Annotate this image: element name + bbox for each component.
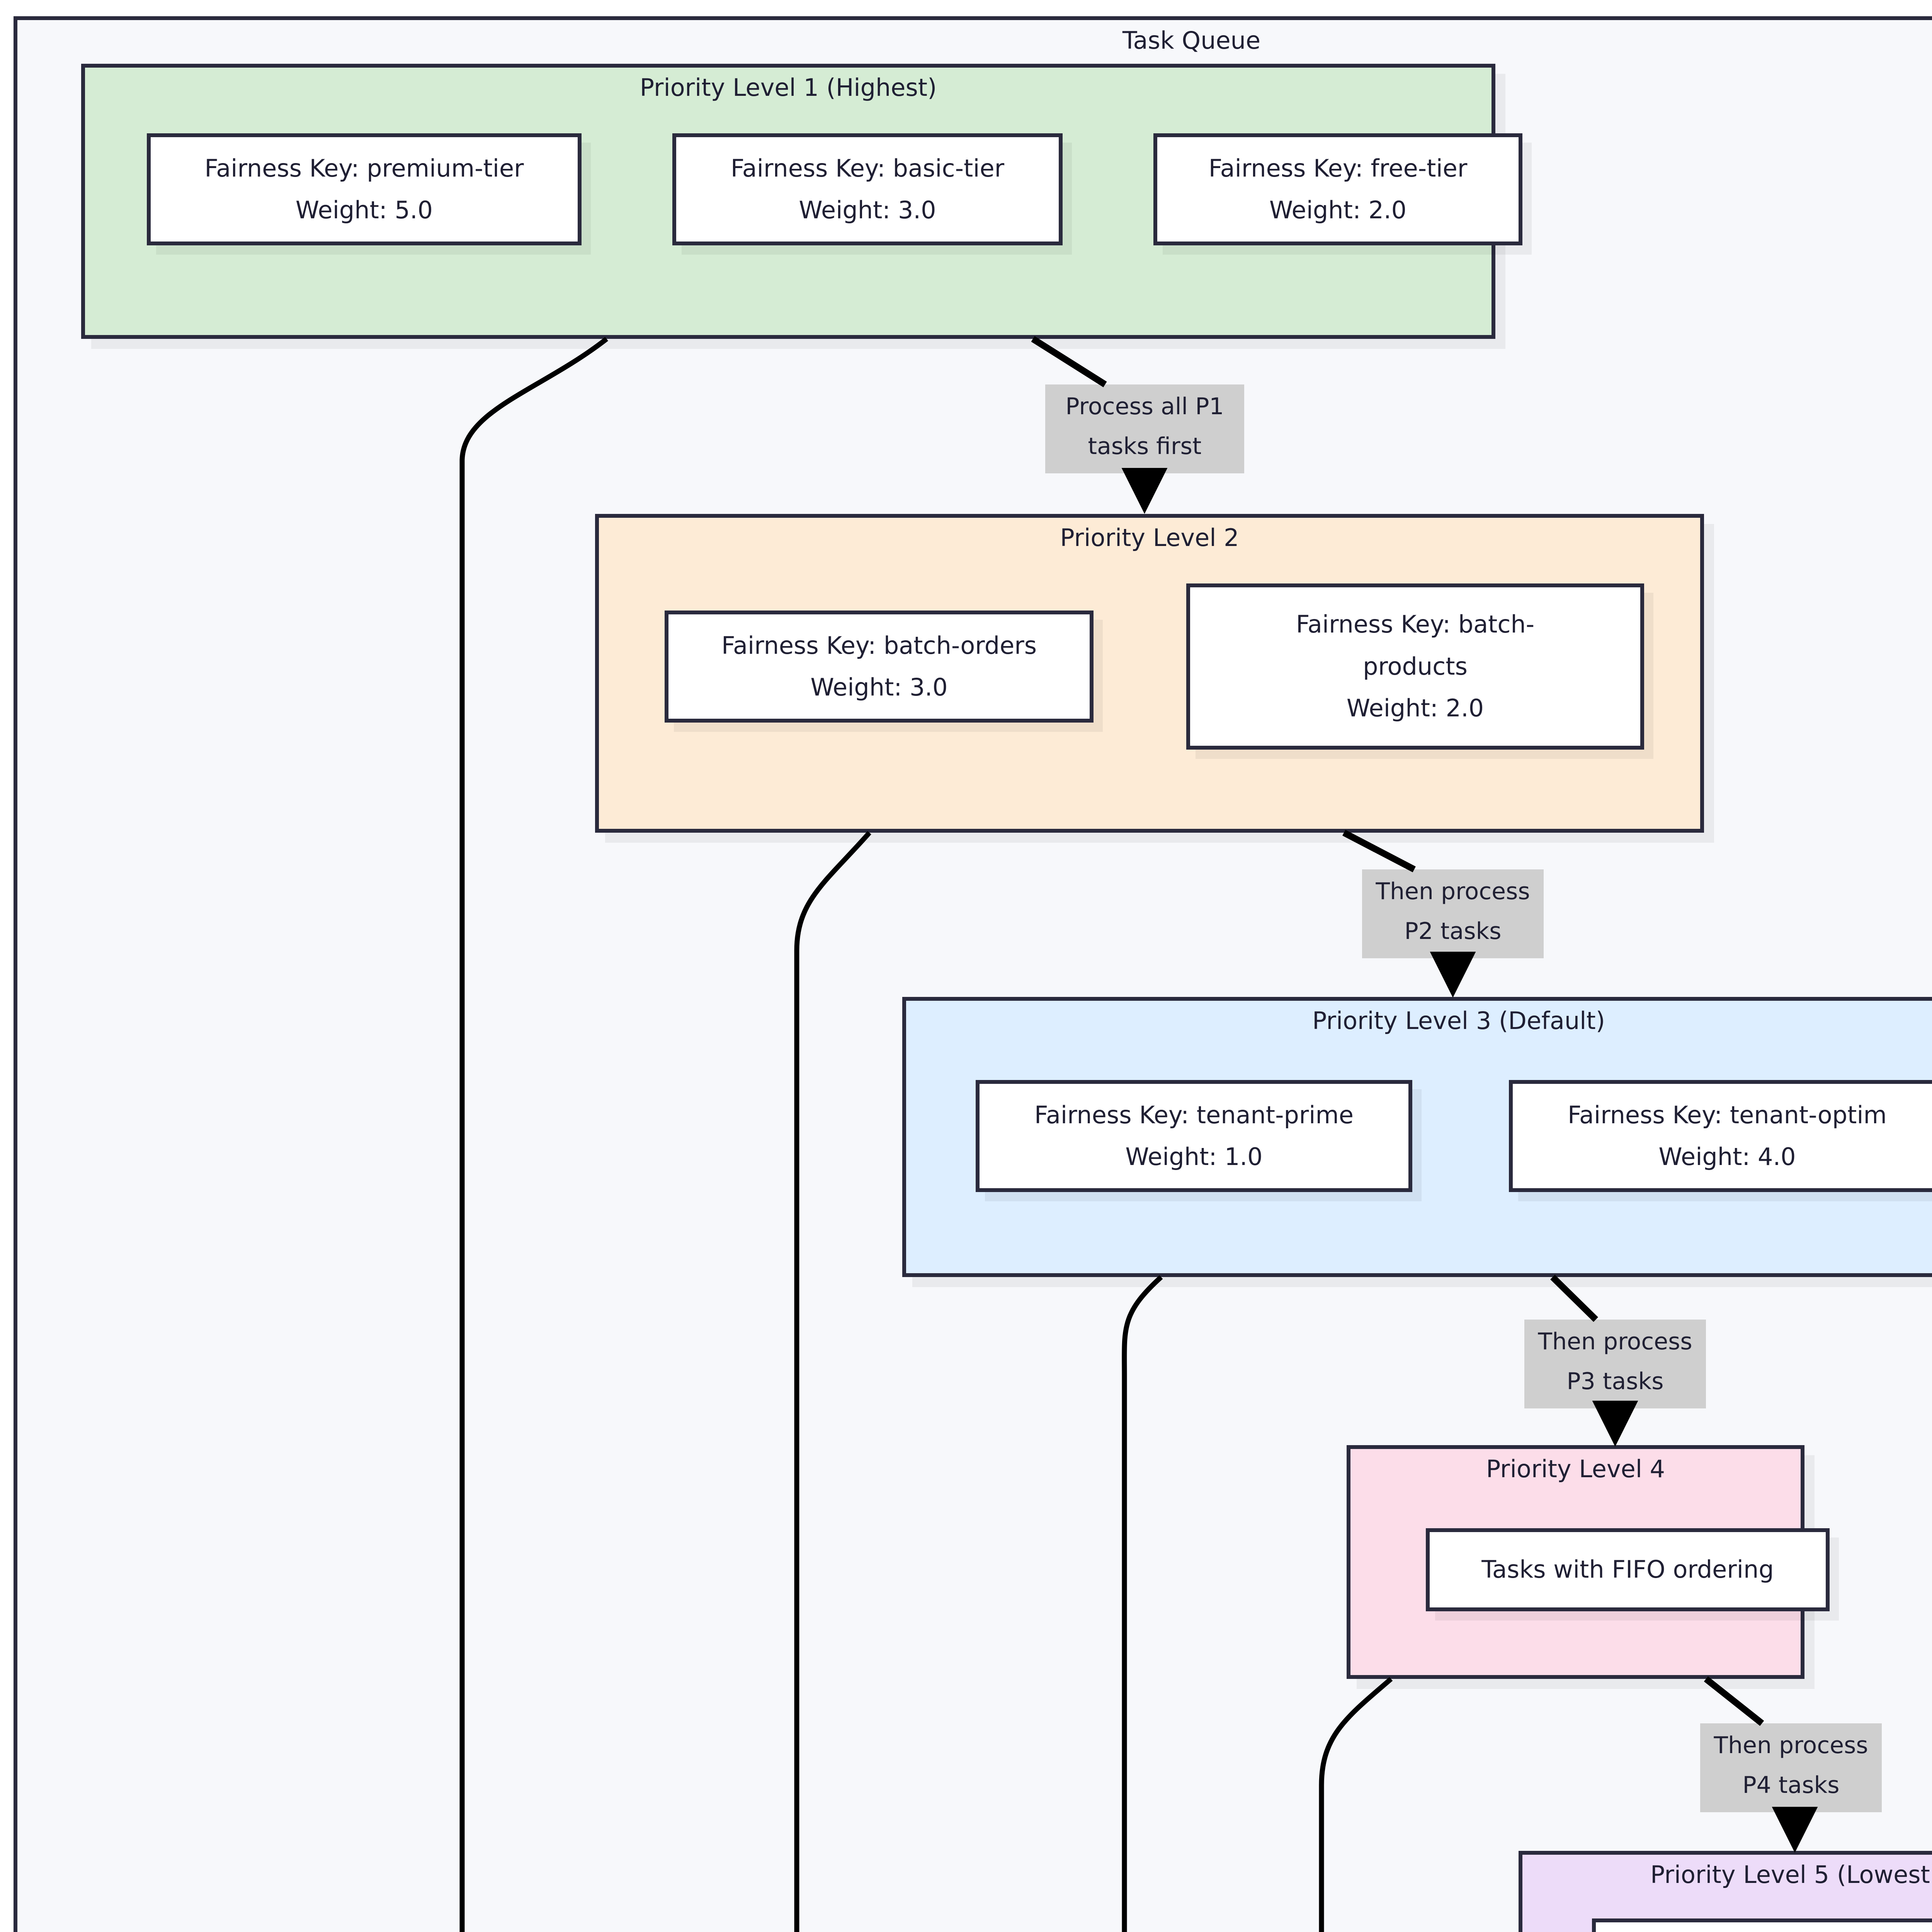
weight-label: Weight: 3.0 <box>799 196 936 224</box>
fairness-key-label: Fairness Key: tenant-prime <box>1034 1100 1354 1129</box>
weight-label: Weight: 1.0 <box>1125 1143 1263 1171</box>
fairness-key-label: Fairness Key: basic-tier <box>730 154 1005 182</box>
fairness-key-node-free-tier[interactable]: Fairness Key: free-tier Weight: 2.0 <box>1153 133 1522 245</box>
edge-label-line2: P3 tasks <box>1566 1368 1664 1395</box>
cluster-title-priority-level-2: Priority Level 2 <box>1060 524 1239 552</box>
edge-label-line2: P2 tasks <box>1404 918 1502 945</box>
fifo-label: Tasks with FIFO ordering <box>1481 1555 1774 1584</box>
fairness-key-label-part1: Fairness Key: batch- <box>1296 610 1535 639</box>
weight-label: Weight: 3.0 <box>810 673 948 701</box>
edge-label-process-all-p1: Process all P1 tasks first <box>1045 384 1244 473</box>
fairness-key-node-tenant-optim[interactable]: Fairness Key: tenant-optim Weight: 4.0 <box>1509 1080 1932 1192</box>
edge-label-line1: Then process <box>1714 1732 1868 1759</box>
edge-label-then-process-p4: Then process P4 tasks <box>1700 1723 1882 1812</box>
cluster-title-priority-level-3: Priority Level 3 (Default) <box>1312 1007 1605 1035</box>
fairness-key-label: Fairness Key: premium-tier <box>204 154 524 182</box>
cluster-title-priority-level-5: Priority Level 5 (Lowest) <box>1650 1861 1932 1889</box>
edge-label-then-process-p3: Then process P3 tasks <box>1524 1320 1706 1408</box>
fairness-key-label: Fairness Key: batch-orders <box>721 631 1037 660</box>
fairness-key-label-part2: products <box>1363 652 1468 680</box>
weight-label: Weight: 2.0 <box>1269 196 1407 224</box>
edge-label-then-process-p2: Then process P2 tasks <box>1362 869 1544 958</box>
fairness-key-node-tenant-prime[interactable]: Fairness Key: tenant-prime Weight: 1.0 <box>976 1080 1412 1192</box>
fifo-node-p5[interactable]: Tasks with FIFO ordering <box>1592 1918 1932 1932</box>
fairness-key-node-batch-orders[interactable]: Fairness Key: batch-orders Weight: 3.0 <box>665 611 1094 723</box>
cluster-title-task-queue: Task Queue <box>1122 26 1261 54</box>
edge-label-line1: Then process <box>1376 878 1530 905</box>
fairness-key-node-premium-tier[interactable]: Fairness Key: premium-tier Weight: 5.0 <box>147 133 582 245</box>
edge-label-line1: Process all P1 <box>1065 393 1224 420</box>
fairness-key-node-basic-tier[interactable]: Fairness Key: basic-tier Weight: 3.0 <box>672 133 1063 245</box>
weight-label: Weight: 4.0 <box>1658 1143 1796 1171</box>
fifo-node-p4[interactable]: Tasks with FIFO ordering <box>1426 1528 1830 1611</box>
cluster-title-priority-level-1: Priority Level 1 (Highest) <box>639 73 937 102</box>
edge-label-line2: P4 tasks <box>1742 1772 1840 1799</box>
fairness-key-label: Fairness Key: tenant-optim <box>1568 1100 1887 1129</box>
edge-label-line1: Then process <box>1538 1328 1692 1355</box>
weight-label: Weight: 2.0 <box>1346 694 1484 723</box>
weight-label: Weight: 5.0 <box>295 196 433 224</box>
fairness-key-node-batch-products[interactable]: Fairness Key: batch- products Weight: 2.… <box>1186 583 1644 750</box>
cluster-title-priority-level-4: Priority Level 4 <box>1486 1455 1665 1483</box>
fairness-key-label: Fairness Key: free-tier <box>1208 154 1468 182</box>
edge-label-line2: tasks first <box>1088 433 1202 460</box>
